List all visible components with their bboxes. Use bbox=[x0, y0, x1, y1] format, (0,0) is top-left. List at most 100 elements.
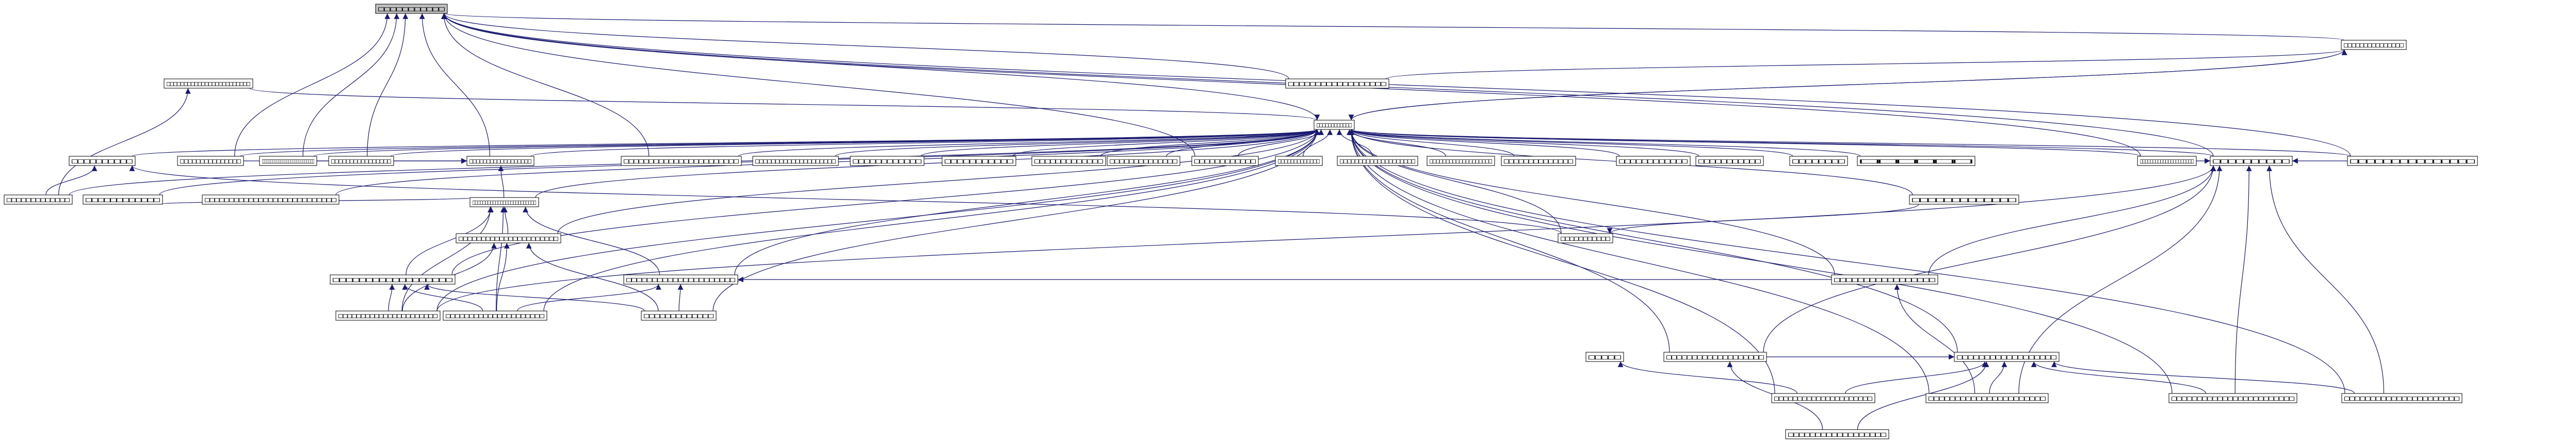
graph-node-n35[interactable]: □□□□□□□□□□ bbox=[2210, 156, 2293, 166]
node-label: □□□□□□ bbox=[1860, 158, 1973, 166]
graph-node-n55[interactable]: □□□□□□□□□□□□□□□□□□ bbox=[1785, 429, 1889, 439]
graph-node-n3[interactable]: □□□□□□□□□□□□ bbox=[1314, 120, 1355, 130]
edge-n35-to-n3 bbox=[1349, 129, 2214, 157]
graph-node-n17[interactable]: □□□□□□□□□□□□□ bbox=[1031, 156, 1106, 166]
edge-n45-to-n35 bbox=[436, 165, 2216, 311]
node-box bbox=[1909, 194, 2019, 205]
graph-node-n15[interactable]: □□□□□□□□□□□□ bbox=[850, 156, 925, 166]
graph-node-n30[interactable]: □□□□□□□□□□□ bbox=[1695, 156, 1764, 166]
edge-n54-to-n49 bbox=[2051, 361, 2355, 394]
node-label: □□□□□□□□□□□□□□□□□□□□□□□□□□□ bbox=[205, 196, 336, 204]
graph-node-n41[interactable]: □□□□□□□□□□□□□□□□□□□□□□ bbox=[456, 233, 561, 243]
graph-node-n43[interactable]: □□□□□□□□□□□□□□□□□□□□□ bbox=[443, 310, 547, 321]
edge-n52-to-n35 bbox=[2018, 165, 2223, 394]
node-box bbox=[1616, 156, 1691, 166]
graph-node-n1[interactable]: □□□□□□□□□□□□□□□ bbox=[2341, 40, 2407, 50]
graph-node-n38[interactable]: □□□□□□□□□□□□□□□ bbox=[2347, 156, 2478, 166]
node-label: □□□□□□□□□□□□□□□□□□□□□□ bbox=[1929, 395, 2046, 403]
node-box bbox=[2347, 156, 2478, 166]
graph-node-n4[interactable]: □□□□□□□□□□ bbox=[69, 156, 136, 166]
graph-node-n0[interactable]: □□□□□□□□□□□ bbox=[375, 4, 448, 14]
node-box bbox=[1558, 233, 1613, 243]
graph-node-n49[interactable]: □□□□□□□□□□□□□□□□□□ bbox=[1954, 352, 2060, 362]
node-label: □□□□□□□□□□□□□□ bbox=[1504, 158, 1573, 166]
graph-node-n24[interactable]: □□□□□□□□□□□□□ bbox=[1275, 156, 1323, 166]
graph-node-n28[interactable]: □□□□□□ bbox=[1857, 156, 1975, 166]
edge-n42-to-n10 bbox=[523, 206, 660, 275]
node-box bbox=[83, 194, 163, 205]
graph-node-n13[interactable]: □□□□□□□□□□□□□□□□□□□□□□□ bbox=[621, 156, 742, 166]
graph-node-n19[interactable]: □□□□□□□□□□□□ bbox=[1191, 156, 1259, 166]
node-label: □□□□□□□□□□□□□□□ bbox=[2344, 42, 2404, 50]
graph-node-n32[interactable]: □□□□□□□□□□□□□ bbox=[1909, 194, 2019, 205]
graph-node-n9[interactable]: □□□□□□□□□□□□□□□□□□□□□□□□□□ bbox=[259, 156, 317, 166]
edge-n45-to-n10 bbox=[401, 206, 493, 311]
graph-node-n39[interactable]: □□□□□□□□□□□ bbox=[1558, 233, 1613, 243]
node-label: □□□□□□□□□□□ bbox=[1698, 158, 1761, 166]
graph-node-n29[interactable]: □□□□□□□□□□□□□□ bbox=[1501, 156, 1576, 166]
node-label: □□□□□□□□□□□□□□□ bbox=[2350, 158, 2475, 166]
graph-node-n45[interactable]: □□□□□□□□□□□□□□□□□□□□□□ bbox=[335, 310, 441, 321]
graph-node-n12[interactable]: □□□□□□□□□□□□□□□□ bbox=[328, 156, 394, 166]
graph-node-n31[interactable]: □□□□□□□□□□□□ bbox=[1616, 156, 1691, 166]
graph-node-n51[interactable]: □□□□□□□□□□□□□□□□□□□□□ bbox=[1771, 393, 1875, 403]
graph-node-n2[interactable]: □□□□□□□□□□□□□□□□□□ bbox=[1285, 78, 1389, 89]
graph-node-n33[interactable]: □□□□□□□□ bbox=[1789, 156, 1848, 166]
node-label: □□□□□□□□□□□□□□□□□□□ bbox=[1666, 354, 1764, 362]
node-label: □□□□□□□□□□□□□□□□□ bbox=[1834, 276, 1935, 284]
node-label: □□□□□□□□□□□ bbox=[945, 158, 1013, 166]
edge-n3-to-n0 bbox=[441, 13, 1318, 121]
graph-node-n7[interactable]: □□□□□□□□□□□□□□□□□□ bbox=[466, 156, 534, 166]
graph-node-n11[interactable]: □□□□□□□□□□□□ bbox=[83, 194, 163, 205]
graph-node-n50[interactable]: □□□□□□□□□□□□□□□□□□□ bbox=[1663, 352, 1767, 362]
node-label: □□□□□□□□□□□□□ bbox=[7, 196, 70, 204]
edge-n43-to-n41 bbox=[496, 242, 510, 311]
graph-node-n52[interactable]: □□□□□□□□□□□□□□□□□□□□□□ bbox=[1925, 393, 2049, 403]
edge-n46-to-n44 bbox=[424, 284, 645, 311]
graph-node-n54[interactable]: □□□□□□□□□□□□□□□□□□□□□□ bbox=[2341, 393, 2462, 403]
edge-n10-to-n7 bbox=[498, 165, 505, 198]
node-label: □□□□□□□□□□ bbox=[2213, 158, 2290, 166]
graph-node-n14[interactable]: □□□□□□□□□□□□□□□□□□□□ bbox=[752, 156, 839, 166]
edge-n13-to-n3 bbox=[738, 129, 1320, 157]
node-label: □□□□□□□□□□□□□□□□□□□□□□ bbox=[459, 235, 558, 243]
edge-n24-to-n3 bbox=[1303, 129, 1333, 157]
node-box bbox=[330, 274, 456, 285]
edge-n41-to-n10 bbox=[502, 206, 509, 234]
node-label: □□□□□□□□□□□□□□□□□□□□□□□□ bbox=[167, 80, 250, 88]
graph-node-n8[interactable]: □□□□□□□□□□□□□□□ bbox=[177, 156, 244, 166]
node-label: □□□□□□□□□□□□ bbox=[1194, 158, 1256, 166]
graph-node-n53[interactable]: □□□□□□□□□□□□□□□□□□□□□□□□ bbox=[2168, 393, 2297, 403]
graph-node-n46[interactable]: □□□□□□□□□□□□□ bbox=[641, 310, 717, 321]
graph-node-n47[interactable]: □□□□□□□□□□□□□□□□□ bbox=[1831, 274, 1938, 285]
edge-n51-to-n3 bbox=[1348, 129, 1775, 394]
graph-node-n21[interactable]: □□□□□□□□□□□□□□□□□□□□ bbox=[1337, 156, 1418, 166]
edge-n45-to-n44 bbox=[388, 284, 395, 311]
node-box bbox=[466, 156, 534, 166]
graph-node-n16[interactable]: □□□□□□□□□□□ bbox=[942, 156, 1016, 166]
edge-n46-to-n42 bbox=[677, 284, 684, 311]
node-label: □□□□□□□□□□□□□□□□□□□□ bbox=[755, 158, 836, 166]
graph-node-n5[interactable]: □□□□□□□□□□□□□□□□□□□□□□□□ bbox=[164, 78, 253, 89]
node-box bbox=[752, 156, 839, 166]
node-box bbox=[1285, 78, 1389, 89]
edge-n50-to-n3 bbox=[1348, 129, 1670, 353]
edge-n51-to-n49 bbox=[1845, 361, 1988, 394]
graph-node-n10[interactable]: □□□□□□□□□□□□□□□□□□□□□□□□□ bbox=[469, 197, 539, 207]
node-label: □□□□□□□□□□□□□□□□□□ bbox=[469, 158, 531, 166]
graph-node-n6[interactable]: □□□□□□□□□□□□□ bbox=[4, 194, 73, 205]
edge-n2-to-n1 bbox=[1385, 49, 2347, 79]
edge-n39-to-n4 bbox=[129, 165, 1562, 234]
node-box bbox=[1954, 352, 2060, 362]
graph-node-n48[interactable]: □□□□□ bbox=[1585, 352, 1624, 362]
graph-node-n18[interactable]: □□□□□□□□□□□□□□ bbox=[1107, 156, 1180, 166]
graph-node-n42[interactable]: □□□□□□□□□□□□□□□□□□□□□ bbox=[623, 274, 738, 285]
node-box bbox=[456, 233, 561, 243]
graph-node-n20[interactable]: □□□□□□□□□□□□□□□□□□□□□□□□□□□ bbox=[202, 194, 339, 205]
graph-node-n22[interactable]: □□□□□□□□□□□□□□□□□□□ bbox=[1427, 156, 1495, 166]
graph-node-n44[interactable]: □□□□□□□□□□□□□□□□□□ bbox=[330, 274, 456, 285]
node-box bbox=[1831, 274, 1938, 285]
graph-node-n34[interactable]: □□□□□□□□□□□□□□□□□□□□□ bbox=[2137, 156, 2197, 166]
node-label: □□□□□□□□□□ bbox=[72, 158, 133, 166]
